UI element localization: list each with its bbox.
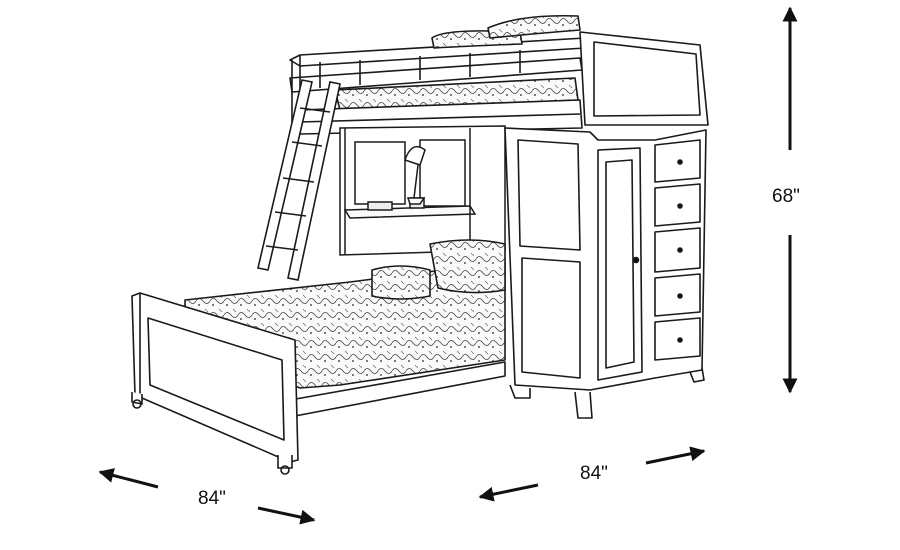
dimension-arrows <box>98 6 798 525</box>
desk-hutch <box>339 125 506 256</box>
width-dimension-label: 84" <box>198 488 226 509</box>
depth-dimension-label: 84" <box>580 463 608 484</box>
width-arrow-left <box>98 468 159 489</box>
width-arrow-right <box>257 506 316 525</box>
loft-frame <box>289 14 586 135</box>
ladder <box>257 79 341 281</box>
lower-bed <box>131 239 506 475</box>
height-dimension-label: 68" <box>772 186 800 207</box>
wardrobe-chest <box>504 31 709 419</box>
depth-arrow-right <box>645 446 706 465</box>
depth-arrow-left <box>478 483 539 502</box>
